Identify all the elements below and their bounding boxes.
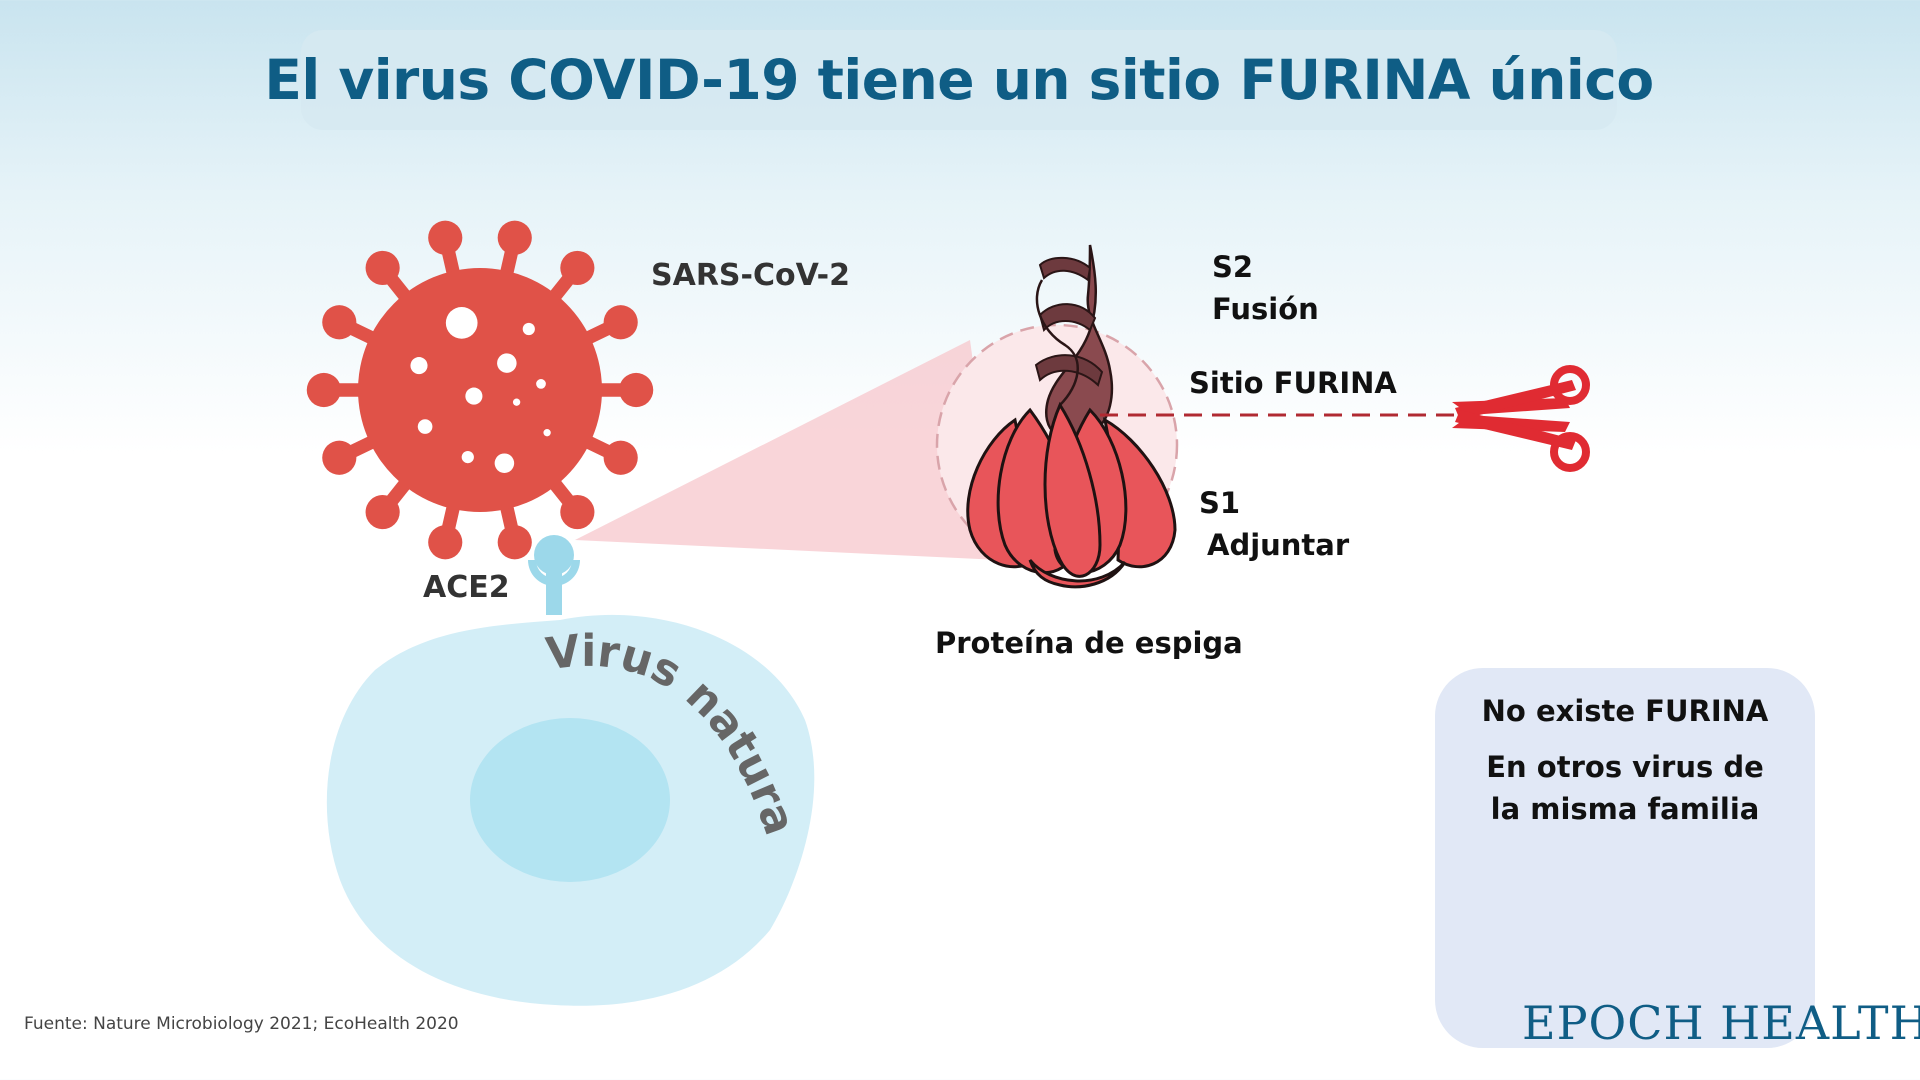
page-title: El virus COVID-19 tiene un sitio FURINA … (264, 48, 1654, 112)
virus-label: SARS-CoV-2 (651, 258, 850, 293)
note-line-1: No existe FURINA (1481, 694, 1769, 728)
virus-icon (306, 220, 654, 560)
note-line-3: la misma familia (1490, 792, 1760, 826)
cell-nucleus (470, 718, 670, 882)
source-note: Fuente: Nature Microbiology 2021; EcoHea… (24, 1014, 459, 1034)
s1-label: S1 (1199, 486, 1241, 520)
s1-desc-label: Adjuntar (1207, 528, 1350, 562)
furin-site-label: Sitio FURINA (1189, 366, 1397, 400)
note-line-2: En otros virus de (1486, 750, 1764, 784)
spike-protein (966, 244, 1177, 589)
spike-label: Proteína de espiga (935, 626, 1243, 660)
s2-desc-label: Fusión (1212, 292, 1319, 326)
ace2-receptor (528, 535, 580, 615)
brand-logo: EPOCH HEALTH (1522, 996, 1920, 1050)
scissors-icon (1452, 365, 1590, 472)
note-box: No existe FURINA En otros virus de la mi… (1435, 668, 1815, 1048)
ace2-label: ACE2 (423, 570, 510, 605)
title-banner: El virus COVID-19 tiene un sitio FURINA … (264, 30, 1654, 130)
zoom-cone (575, 340, 1000, 560)
s2-label: S2 (1212, 250, 1254, 284)
